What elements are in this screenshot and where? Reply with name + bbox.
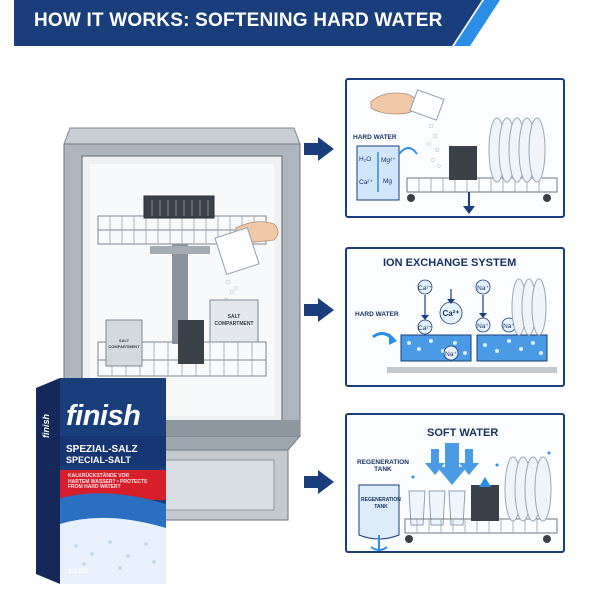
panel-title: ION EXCHANGE SYSTEM <box>383 257 517 269</box>
salt-product-box: finish finish SPEZIAL-SALZ SPECIAL-SALT … <box>36 378 166 584</box>
regeneration-tank-label: REGENERATION TANK <box>357 459 409 473</box>
product-tagline: KALKRÜCKSTÄNDE VOR HARTEM WASSER? • PROT… <box>68 473 148 490</box>
ion-label: Na⁺ <box>445 351 457 358</box>
product-weight: 1,2 KG <box>68 568 89 575</box>
panel-title: SOFT WATER <box>427 427 499 439</box>
product-spine-brand: finish <box>41 414 51 438</box>
hard-water-label: HARD WATER <box>355 311 399 318</box>
soft-water-illustration <box>358 443 558 551</box>
salt-pour-illustration <box>356 89 558 214</box>
arrow-right-icon <box>304 470 334 494</box>
step-panel-hard-water: HARD WATER H₂O Mg²⁺ Ca²⁺ Mg <box>345 78 565 218</box>
page-title: HOW IT WORKS: SOFTENING HARD WATER <box>34 10 443 31</box>
svg-text:COMPARTMENT: COMPARTMENT <box>108 344 140 349</box>
ion-label: H₂O <box>359 156 372 163</box>
arrow-right-icon <box>304 298 334 322</box>
product-name-alt: SPECIAL-SALT <box>66 455 131 465</box>
ion-label: Mg²⁺ <box>381 157 396 164</box>
svg-text:COMPARTMENT: COMPARTMENT <box>214 321 253 327</box>
product-name: SPEZIAL-SALZ <box>66 444 138 455</box>
product-brand: finish <box>66 400 141 432</box>
step-panel-ion-exchange: ION EXCHANGE SYSTEM HARD WATER Ca²⁺ Ca²⁺… <box>345 247 565 387</box>
ion-label: Mg <box>383 178 393 185</box>
svg-text:SALT: SALT <box>228 314 241 320</box>
ion-label: Ca²⁺ <box>418 325 432 332</box>
regeneration-tank-inner-label: REGENERATION TANK <box>361 497 401 510</box>
product-box-shape <box>36 378 166 584</box>
ion-label: Ca²⁺ <box>359 179 373 186</box>
step-panel-soft-water: SOFT WATER REGENERATION TANK REGENERATIO… <box>345 413 565 553</box>
ion-label: Ca²⁺ <box>442 309 460 318</box>
banner-shape <box>14 0 500 46</box>
arrow-right-icon <box>304 137 334 161</box>
hard-water-label: HARD WATER <box>353 134 397 141</box>
svg-text:SALT: SALT <box>119 338 130 343</box>
ion-label: Na⁺ <box>477 323 489 330</box>
ion-label: Na⁺ <box>477 285 489 292</box>
ion-label: Ca²⁺ <box>418 285 432 292</box>
ion-label: Na⁺ <box>503 323 515 330</box>
header-banner: HOW IT WORKS: SOFTENING HARD WATER <box>14 0 500 46</box>
ion-exchange-illustration <box>372 278 557 373</box>
